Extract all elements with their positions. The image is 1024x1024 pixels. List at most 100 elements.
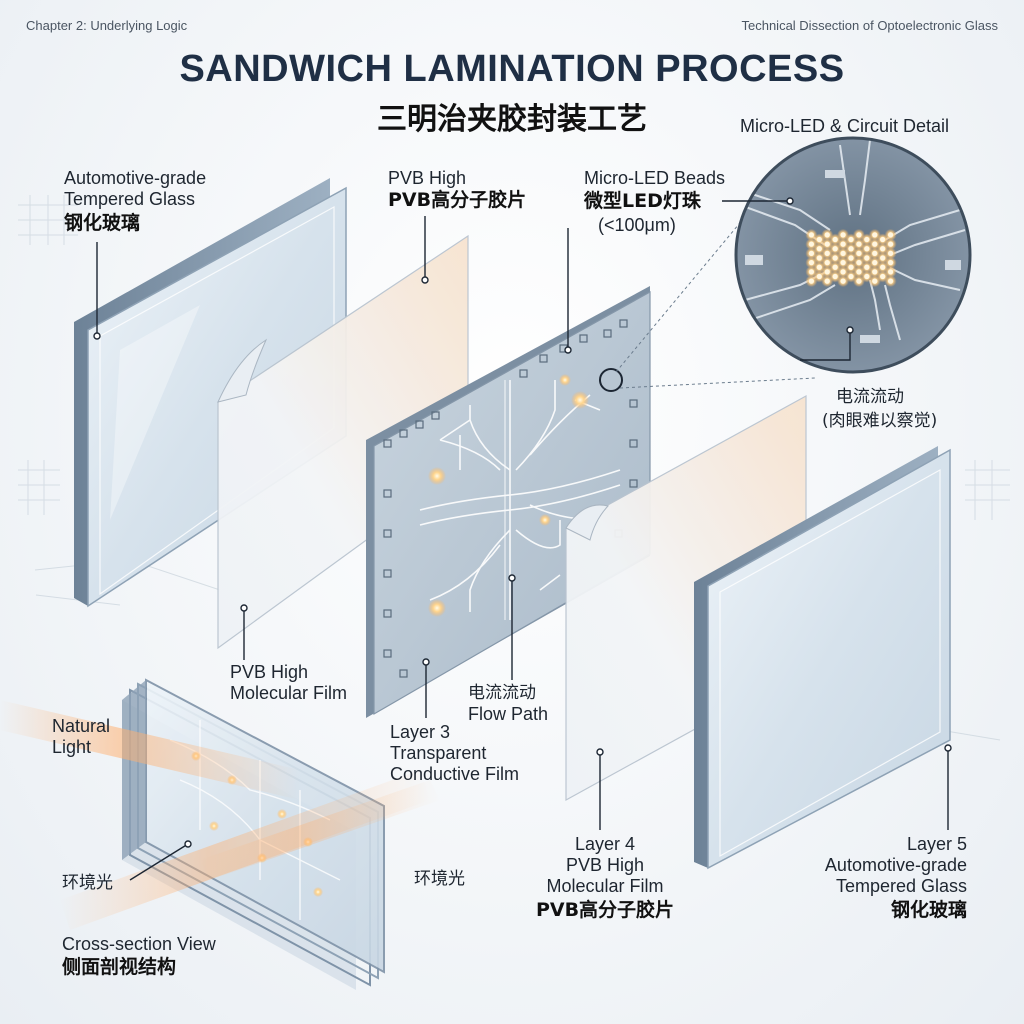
micro-led-bead [808, 278, 815, 284]
label-layer2-bottom-en1: PVB High [230, 662, 309, 682]
micro-led-bead [872, 232, 878, 238]
micro-led-bead [888, 250, 894, 256]
micro-led-bead [856, 278, 862, 284]
micro-led-bead [888, 278, 894, 284]
micro-led-bead [880, 273, 886, 280]
label-flow-path-en: Flow Path [468, 704, 549, 724]
micro-led-bead [888, 269, 894, 275]
label-ambient-left: 环境光 [62, 873, 113, 893]
micro-led-bead [864, 246, 870, 252]
label-beads-size: (<100μm) [598, 215, 676, 235]
label-layer3-en3: Conductive Film [390, 764, 520, 784]
label-beads-en: Micro-LED Beads [584, 168, 726, 188]
micro-led-bead [840, 260, 846, 266]
micro-led-bead [808, 250, 815, 256]
micro-led-bead [832, 264, 838, 270]
label-layer4-en1: Layer 4 [574, 834, 636, 854]
micro-led-bead [824, 250, 830, 256]
label-layer2-bottom-en2: Molecular Film [230, 683, 348, 703]
label-layer4-en2: PVB High [565, 855, 645, 875]
label-current-right-cn1: 电流流动 [836, 387, 904, 407]
micro-led-bead [816, 255, 822, 261]
micro-led-bead [872, 241, 878, 247]
section-header: Technical Dissection of Optoelectronic G… [741, 18, 998, 33]
label-flow-path-cn: 电流流动 [468, 683, 536, 703]
micro-led-bead [864, 264, 870, 270]
micro-led-bead [824, 269, 830, 275]
label-current-right-cn2: (肉眼难以察觉) [822, 411, 938, 431]
label-layer5-en3: Tempered Glass [835, 876, 967, 896]
layer2-pvb-film [217, 234, 469, 650]
layer1-tempered-glass [74, 178, 347, 608]
micro-led-bead [808, 241, 815, 247]
label-layer3-en1: Layer 3 [390, 722, 451, 742]
micro-led-bead [832, 236, 838, 243]
micro-led-bead [880, 255, 886, 261]
micro-led-bead [824, 232, 830, 238]
micro-led-bead [856, 269, 862, 275]
micro-led-bead [816, 246, 822, 252]
micro-led-bead [840, 232, 846, 238]
micro-led-bead [888, 232, 894, 238]
detail-projection-lines [615, 217, 816, 389]
micro-led-bead [816, 273, 822, 280]
micro-led-bead [864, 273, 870, 280]
micro-led-bead [880, 264, 886, 270]
micro-led-bead [832, 273, 838, 280]
micro-led-bead [840, 241, 846, 247]
micro-led-bead [848, 246, 854, 252]
label-layer4-en3: Molecular Film [546, 876, 664, 896]
label-layer3-en2: Transparent [390, 743, 487, 763]
layer5-tempered-glass [694, 446, 951, 870]
micro-led-bead [824, 260, 830, 266]
micro-led-bead [856, 250, 862, 256]
label-cross-section-cn: 侧面剖视结构 [62, 956, 177, 978]
micro-led-bead [848, 236, 854, 243]
detail-marker-circle [599, 368, 623, 392]
micro-led-bead [808, 269, 815, 275]
label-layer5-en1: Layer 5 [906, 834, 967, 854]
micro-led-bead [840, 278, 846, 284]
label-layer1-en1: Automotive-grade [64, 168, 207, 188]
page-title-cn: 三明治夹胶封装工艺 [377, 102, 647, 137]
label-layer4-cn: PVB高分子胶片 [535, 899, 675, 921]
micro-led-detail-circle [734, 136, 972, 374]
micro-led-bead [848, 264, 854, 270]
micro-led-bead [832, 246, 838, 252]
micro-led-bead [848, 273, 854, 280]
label-ambient-right: 环境光 [414, 869, 465, 889]
micro-led-bead [872, 250, 878, 256]
label-layer2-top-cn: PVB高分子胶片 [388, 189, 527, 211]
detail-title: Micro-LED & Circuit Detail [740, 116, 950, 136]
micro-led-bead [872, 278, 878, 284]
micro-led-bead [832, 255, 838, 261]
micro-led-bead [864, 236, 870, 243]
micro-led-bead [864, 255, 870, 261]
micro-led-bead [872, 260, 878, 266]
label-layer5-cn: 钢化玻璃 [890, 899, 967, 921]
label-natural-light-en1: Natural [52, 716, 111, 736]
label-cross-section-en: Cross-section View [62, 934, 216, 954]
micro-led-bead [888, 260, 894, 266]
micro-led-bead [880, 246, 886, 252]
chapter-header: Chapter 2: Underlying Logic [26, 18, 188, 33]
micro-led-bead [808, 232, 815, 238]
label-layer1-en2: Tempered Glass [64, 189, 196, 209]
micro-led-bead [888, 241, 894, 247]
leader-lines [93, 197, 952, 881]
label-natural-light-en2: Light [52, 737, 92, 757]
micro-led-bead [816, 236, 822, 243]
micro-led-bead [816, 264, 822, 270]
micro-led-bead [848, 255, 854, 261]
micro-led-bead [872, 269, 878, 275]
natural-light-beams [0, 700, 440, 930]
micro-led-bead [880, 236, 886, 243]
micro-led-bead [856, 232, 862, 238]
label-layer5-en2: Automotive-grade [824, 855, 967, 875]
layer3-conductive-film [366, 286, 651, 718]
micro-led-bead [856, 241, 862, 247]
label-layer1-cn: 钢化玻璃 [64, 212, 141, 234]
micro-led-bead [824, 241, 830, 247]
